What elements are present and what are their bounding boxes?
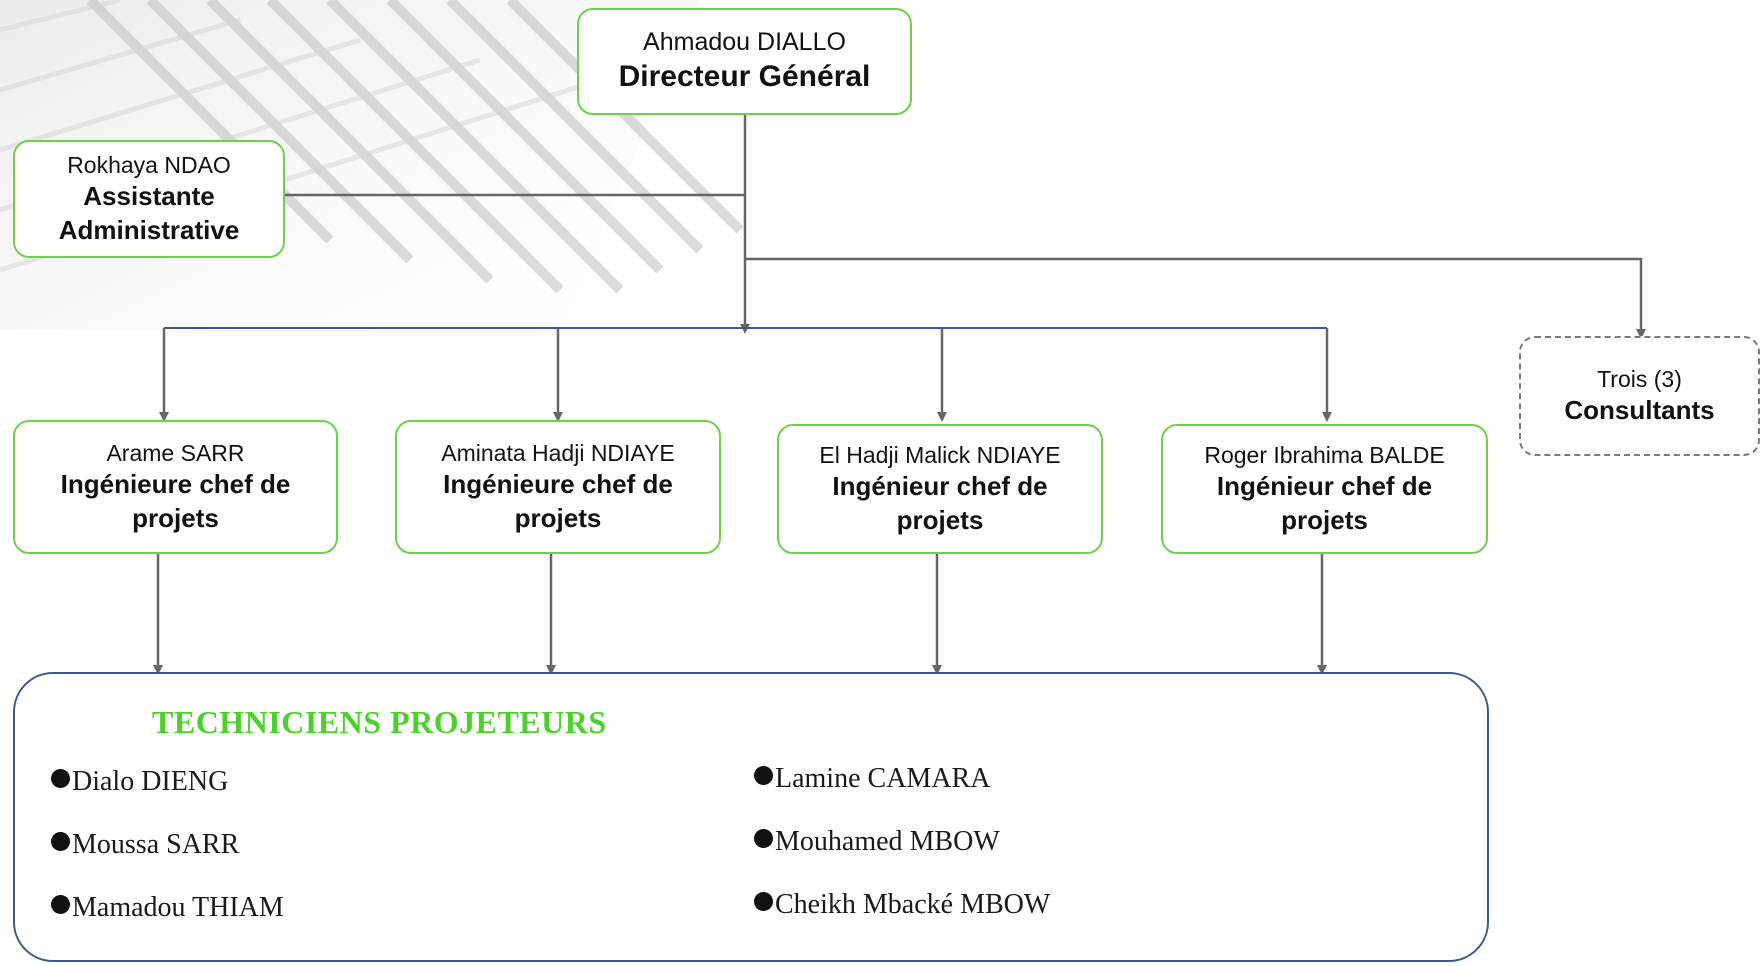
project-lead-title: Ingénieur chef de projets (832, 471, 1048, 535)
bullet-icon (754, 829, 773, 848)
project-lead-box-4: Roger Ibrahima BALDE Ingénieur chef de p… (1161, 424, 1488, 554)
technician-item: Dialo DIENG (51, 766, 228, 798)
director-title: Directeur Général (618, 60, 871, 94)
project-lead-title: Ingénieure chef de projets (60, 469, 291, 533)
director-box: Ahmadou DIALLO Directeur Général (577, 8, 912, 115)
project-lead-name: Aminata Hadji NDIAYE (441, 440, 675, 467)
technicians-heading: TECHNICIENS PROJETEURS (152, 704, 607, 740)
technician-item: Cheikh Mbacké MBOW (754, 889, 1050, 921)
bullet-icon (51, 769, 70, 788)
bullet-icon (754, 892, 773, 911)
project-lead-title: Ingénieur chef de projets (1216, 471, 1433, 535)
assistant-title: Assistante Administrative (58, 181, 240, 245)
consultants-line (745, 257, 1646, 339)
technician-item: Lamine CAMARA (754, 763, 990, 795)
consultants-count: Trois (3) (1597, 365, 1682, 392)
bullet-icon (51, 832, 70, 851)
project-lead-box-2: Aminata Hadji NDIAYE Ingénieure chef de … (395, 420, 721, 554)
bullet-icon (51, 895, 70, 914)
project-lead-box-3: El Hadji Malick NDIAYE Ingénieur chef de… (777, 424, 1103, 554)
technicians-panel: TECHNICIENS PROJETEURS Dialo DIENG Mouss… (13, 672, 1489, 962)
project-lead-name: Arame SARR (106, 440, 245, 467)
reporting-lines (153, 115, 1646, 675)
project-lead-title: Ingénieure chef de projets (443, 469, 673, 533)
consultants-title: Consultants (1564, 395, 1715, 426)
technician-item: Mamadou THIAM (51, 892, 284, 924)
assistant-box: Rokhaya NDAO Assistante Administrative (13, 140, 285, 258)
project-lead-name: El Hadji Malick NDIAYE (819, 442, 1061, 469)
project-lead-name: Roger Ibrahima BALDE (1204, 442, 1445, 469)
bullet-icon (754, 766, 773, 785)
assistant-name: Rokhaya NDAO (67, 152, 231, 179)
project-lead-box-1: Arame SARR Ingénieure chef de projets (13, 420, 338, 554)
technician-item: Mouhamed MBOW (754, 826, 1000, 858)
director-name: Ahmadou DIALLO (643, 28, 846, 57)
consultants-box: Trois (3) Consultants (1519, 336, 1760, 456)
technician-item: Moussa SARR (51, 829, 239, 861)
